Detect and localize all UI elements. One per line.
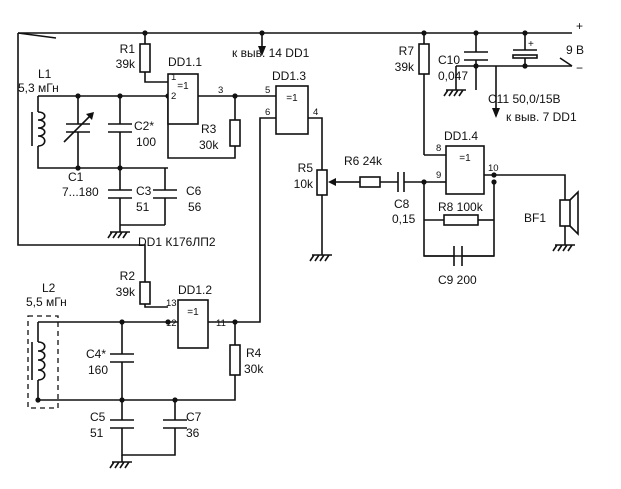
supply-plus-label: + <box>576 19 583 33</box>
component-value: 36 <box>186 426 200 440</box>
resistor-r6: R6 24k <box>344 154 383 188</box>
resistor-r1: R1 39k <box>116 42 151 73</box>
component-value: 39k <box>395 60 415 74</box>
inductor-l1: L1 5,3 мГн <box>18 67 59 147</box>
component-name: L1 <box>38 67 52 81</box>
pin-label: 4 <box>313 107 318 118</box>
component-name: R6 24k <box>344 154 383 168</box>
wiring <box>17 32 573 462</box>
component-name: L2 <box>42 281 56 295</box>
pin-label: 8 <box>436 143 441 154</box>
capacitor-c10: C10 0,047 <box>438 51 488 83</box>
gate-label: DD1.3 <box>272 69 306 83</box>
component-value: 160 <box>88 363 108 377</box>
component-name: R8 100k <box>438 200 484 214</box>
pin7-note: к выв. 7 DD1 <box>506 110 577 124</box>
ground-symbols <box>107 89 575 469</box>
component-name: BF1 <box>524 211 546 225</box>
capacitor-c7: C7 36 <box>163 410 202 440</box>
component-value: 100 <box>136 135 156 149</box>
pin-label: 1 <box>171 72 176 83</box>
component-value: 10k <box>294 177 314 191</box>
component-name: C11 50,0/15В <box>488 92 561 106</box>
pin-label: 3 <box>218 85 223 96</box>
component-name: R7 <box>399 44 415 58</box>
pin-label: 5 <box>265 85 270 96</box>
component-name: R4 <box>246 346 262 360</box>
component-value: 51 <box>90 426 104 440</box>
gate-symbol: =1 <box>177 81 189 92</box>
gate-symbol: =1 <box>187 307 199 318</box>
component-value: 39k <box>116 285 136 299</box>
component-name: R2 <box>120 269 136 283</box>
gate-label: DD1.1 <box>168 55 202 69</box>
supply-voltage-label: 9 В <box>566 43 584 57</box>
component-value: 39k <box>116 57 136 71</box>
gate-symbol: =1 <box>459 153 471 164</box>
component-name: C4* <box>86 347 106 361</box>
gate-dd1-3: =1 DD1.3 5 6 4 <box>265 69 318 135</box>
resistor-r4: R4 30k <box>229 344 264 376</box>
component-name: C10 <box>438 53 460 67</box>
gate-dd1-1: =1 DD1.1 1 2 3 <box>167 55 223 125</box>
pin7-arrow <box>492 66 500 118</box>
resistor-r8: R8 100k <box>438 200 484 226</box>
component-name: R5 <box>298 161 314 175</box>
pin-label: 2 <box>171 91 176 102</box>
component-name: R1 <box>120 42 136 56</box>
capacitor-c6: C6 56 <box>153 184 202 214</box>
component-name: C8 <box>394 197 410 211</box>
capacitor-c1: C1 7...180 <box>62 112 99 199</box>
capacitor-c4: C4* 160 <box>86 347 134 377</box>
junction-dots <box>35 30 528 403</box>
component-name: C7 <box>186 410 202 424</box>
pin14-note: к выв. 14 DD1 <box>232 46 310 60</box>
component-value: 7...180 <box>62 185 99 199</box>
component-value: 30k <box>244 362 264 376</box>
component-name: C1 <box>68 170 84 184</box>
gate-label: DD1.2 <box>178 283 212 297</box>
pin-label: 10 <box>488 163 499 174</box>
pin-label: 6 <box>265 107 270 118</box>
component-name: C5 <box>90 410 106 424</box>
gate-dd1-2: =1 DD1.2 13 12 11 <box>166 283 226 349</box>
capacitor-c2: C2* 100 <box>108 119 156 149</box>
component-value: 0,15 <box>392 212 416 226</box>
capacitor-c9: C9 200 <box>438 246 477 287</box>
capacitor-c3: C3 51 <box>108 184 152 214</box>
gate-symbol: =1 <box>286 93 298 104</box>
supply-minus-label: − <box>576 61 583 75</box>
component-value: 5,5 мГн <box>26 295 67 309</box>
resistor-r7: R7 39k <box>395 43 430 75</box>
pin-label: 12 <box>166 318 177 329</box>
component-value: 56 <box>188 200 202 214</box>
component-value: 30k <box>199 138 219 152</box>
polarity-mark: + <box>528 39 534 50</box>
ic-type-label: DD1 К176ЛП2 <box>138 235 216 249</box>
pin-label: 9 <box>436 170 441 181</box>
capacitor-c8: C8 0,15 <box>392 172 416 226</box>
component-name: C3 <box>136 184 152 198</box>
gate-dd1-4: =1 DD1.4 8 9 10 <box>436 129 499 195</box>
inductor-l2: L2 5,5 мГн <box>26 281 67 409</box>
component-name: R3 <box>201 122 217 136</box>
pin-label: 11 <box>216 318 226 329</box>
component-value: 0,047 <box>438 69 468 83</box>
pin-label: 13 <box>166 298 177 309</box>
capacitor-c5: C5 51 <box>90 410 134 440</box>
pin14-arrow <box>258 33 266 56</box>
capacitor-c11: + C11 50,0/15В <box>488 39 561 106</box>
speaker-bf1: BF1 <box>524 190 579 236</box>
component-value: 51 <box>136 200 150 214</box>
gate-label: DD1.4 <box>444 129 478 143</box>
component-name: C6 <box>186 184 202 198</box>
resistor-r2: R2 39k <box>116 269 151 305</box>
component-name: C9 200 <box>438 273 477 287</box>
resistor-r5: R5 10k <box>294 161 348 196</box>
resistor-r3: R3 30k <box>199 119 241 152</box>
component-name: C2* <box>134 119 154 133</box>
component-value: 5,3 мГн <box>18 81 59 95</box>
